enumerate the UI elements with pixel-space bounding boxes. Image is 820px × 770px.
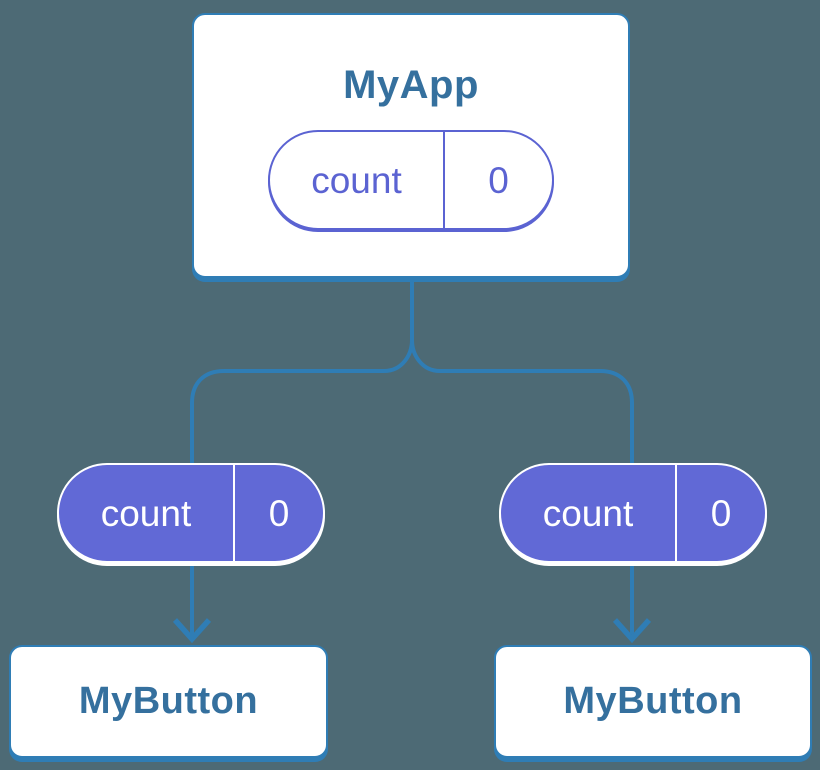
component-node-mybutton-left: MyButton	[9, 645, 328, 758]
component-node-myapp: MyApp count 0	[192, 13, 630, 278]
component-node-mybutton-right: MyButton	[494, 645, 812, 758]
state-name: count	[311, 159, 402, 201]
state-pill-left-child: count 0	[57, 463, 325, 563]
state-value: 0	[443, 132, 552, 228]
state-name: count	[542, 492, 634, 534]
connector-right-branch	[410, 282, 634, 636]
component-title: MyApp	[343, 63, 479, 107]
component-title: MyButton	[78, 679, 259, 722]
state-value: 0	[675, 465, 765, 561]
state-value: 0	[233, 465, 323, 561]
component-title: MyButton	[563, 679, 743, 722]
arrow-down-icon	[612, 618, 652, 644]
state-name: count	[100, 492, 192, 534]
arrow-down-icon	[172, 618, 212, 644]
state-pill-right-child: count 0	[499, 463, 767, 563]
state-pill-root: count 0	[268, 130, 554, 230]
connector-left-branch	[190, 282, 414, 636]
